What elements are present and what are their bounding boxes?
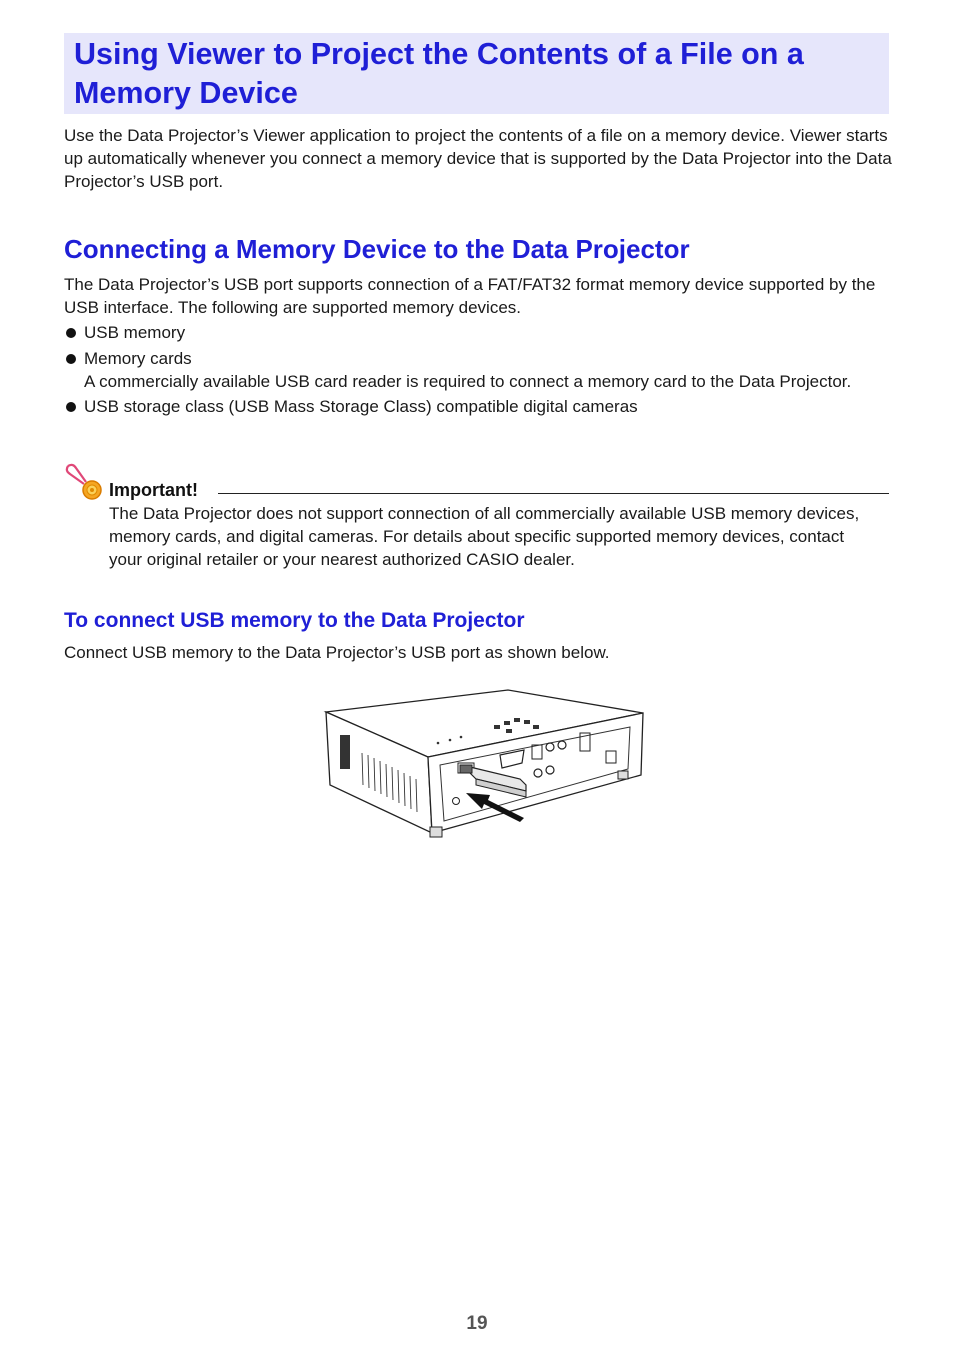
important-label: Important! [109, 480, 198, 500]
list-item: USB memory [64, 322, 884, 345]
page-title: Using Viewer to Project the Contents of … [74, 37, 804, 110]
intro-paragraph: Use the Data Projector’s Viewer applicat… [64, 126, 892, 191]
bullet-icon [66, 353, 76, 364]
projector-usb-illustration [323, 689, 644, 838]
important-divider [218, 493, 889, 494]
bullet-icon [66, 402, 76, 413]
procedure-heading: To connect USB memory to the Data Projec… [64, 609, 525, 632]
list-item: Memory cards A commercially available US… [64, 348, 884, 394]
list-item: USB storage class (USB Mass Storage Clas… [64, 396, 884, 419]
important-callout: Important! [64, 462, 889, 502]
procedure-paragraph: Connect USB memory to the Data Projector… [64, 643, 610, 662]
section-paragraph: The Data Projector’s USB port supports c… [64, 275, 876, 317]
important-text: The Data Projector does not support conn… [109, 504, 860, 569]
list-item-label: USB memory [84, 323, 186, 342]
bullet-icon [66, 328, 76, 338]
supported-devices-list: USB memory Memory cards A commercially a… [64, 322, 884, 422]
important-pin-icon [65, 463, 102, 500]
page-number: 19 [466, 1313, 488, 1334]
section-heading: Connecting a Memory Device to the Data P… [64, 234, 690, 264]
list-item-label: USB storage class (USB Mass Storage Clas… [84, 397, 638, 417]
title-banner: Using Viewer to Project the Contents of … [64, 33, 889, 114]
list-item-label: Memory cards [84, 348, 192, 368]
list-item-note: A commercially available USB card reader… [84, 371, 852, 391]
